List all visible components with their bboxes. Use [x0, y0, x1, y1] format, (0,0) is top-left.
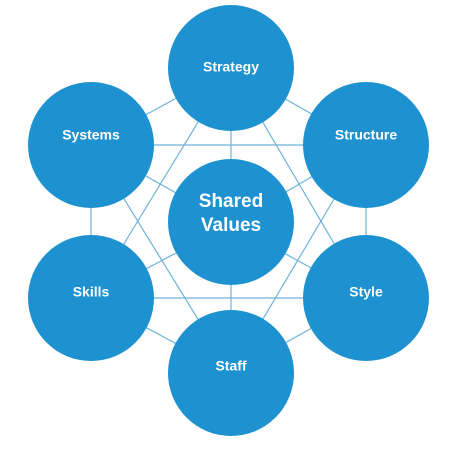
node-staff-label: Staff [215, 358, 246, 374]
node-systems: Systems [28, 82, 154, 208]
node-shared-values-label-line1: Shared [199, 191, 263, 212]
node-style-circle [303, 235, 429, 361]
node-staff-circle [168, 310, 294, 436]
node-skills-circle [28, 235, 154, 361]
node-structure-label: Structure [335, 127, 397, 143]
node-shared-values: Shared Values [168, 159, 294, 285]
node-strategy-label: Strategy [203, 59, 259, 75]
node-style-label: Style [349, 284, 383, 300]
node-strategy: Strategy [168, 5, 294, 131]
node-shared-values-circle [168, 159, 294, 285]
node-staff: Staff [168, 310, 294, 436]
node-systems-label: Systems [62, 127, 120, 143]
node-structure: Structure [303, 82, 429, 208]
node-structure-circle [303, 82, 429, 208]
node-style: Style [303, 235, 429, 361]
node-strategy-circle [168, 5, 294, 131]
node-skills-label: Skills [73, 284, 110, 300]
node-skills: Skills [28, 235, 154, 361]
node-shared-values-label-line2: Values [201, 215, 261, 236]
node-systems-circle [28, 82, 154, 208]
